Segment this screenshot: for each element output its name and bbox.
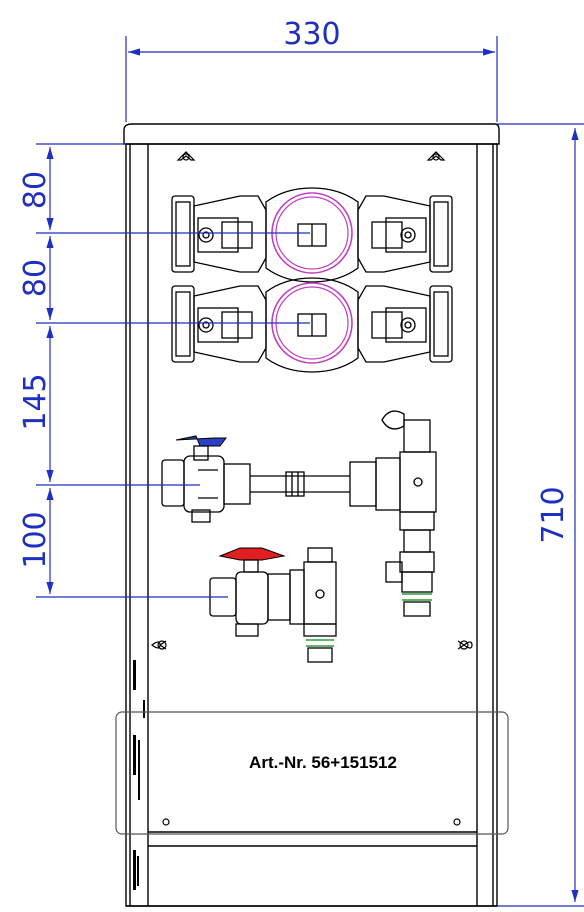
ball-valve-red	[209, 547, 337, 637]
mounting-holes	[150, 151, 473, 826]
safety-valve-group	[349, 410, 437, 593]
dimension-lines	[36, 36, 584, 907]
fitting-green-right	[402, 593, 432, 601]
pump-group-upper	[171, 187, 453, 283]
side-labels	[133, 660, 145, 890]
dimension-spacing-2: 80	[18, 259, 53, 297]
article-number: Art.-Nr. 56+151512	[249, 753, 397, 772]
dimension-width: 330	[283, 17, 340, 52]
outlet-left	[307, 647, 333, 663]
dimension-height: 710	[536, 486, 571, 543]
pump-group-lower	[171, 277, 453, 373]
connecting-pipe	[250, 471, 350, 497]
label-frame	[115, 711, 509, 835]
outlet-right	[403, 601, 431, 617]
dimension-spacing-3: 145	[18, 373, 53, 430]
dimension-spacing-1: 80	[18, 171, 53, 209]
dimension-spacing-4: 100	[18, 511, 53, 568]
mounting-panel	[123, 123, 500, 907]
ball-valve-blue	[161, 435, 251, 523]
fitting-green-left	[306, 639, 334, 647]
